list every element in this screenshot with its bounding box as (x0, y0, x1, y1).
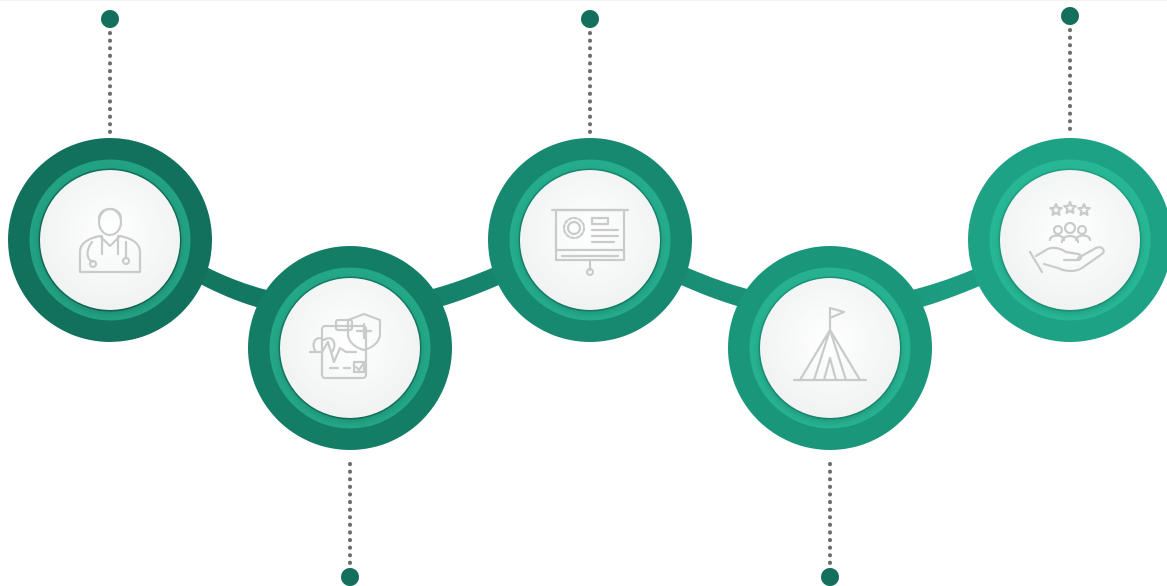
process-node-1 (8, 138, 212, 342)
top-divider (0, 0, 1167, 1)
connector-2 (341, 462, 359, 586)
node-disc (520, 170, 660, 310)
customer-rating-hand-icon (1028, 200, 1105, 274)
presentation-board-icon (550, 208, 630, 277)
connector-endpoint-dot (101, 10, 119, 28)
connector-endpoint-dot (1061, 7, 1079, 25)
connector-1 (101, 10, 119, 134)
process-node-4 (728, 246, 932, 450)
connector-endpoint-dot (821, 568, 839, 586)
connector-endpoint-dot (581, 10, 599, 28)
node-disc (760, 278, 900, 418)
node-accent-ring (29, 159, 191, 321)
tent-flag-icon (792, 306, 868, 382)
medical-report-icon (308, 312, 382, 380)
node-accent-ring (509, 159, 671, 321)
doctor-icon (78, 207, 142, 274)
connector-endpoint-dot (341, 568, 359, 586)
node-accent-ring (989, 159, 1151, 321)
connector-3 (581, 10, 599, 134)
node-disc (280, 278, 420, 418)
process-node-5 (968, 138, 1167, 342)
node-disc (40, 170, 180, 310)
connector-4 (821, 462, 839, 586)
node-disc (1000, 170, 1140, 310)
node-accent-ring (269, 267, 431, 429)
process-node-3 (488, 138, 692, 342)
node-accent-ring (749, 267, 911, 429)
connector-5 (1061, 7, 1079, 134)
process-node-2 (248, 246, 452, 450)
